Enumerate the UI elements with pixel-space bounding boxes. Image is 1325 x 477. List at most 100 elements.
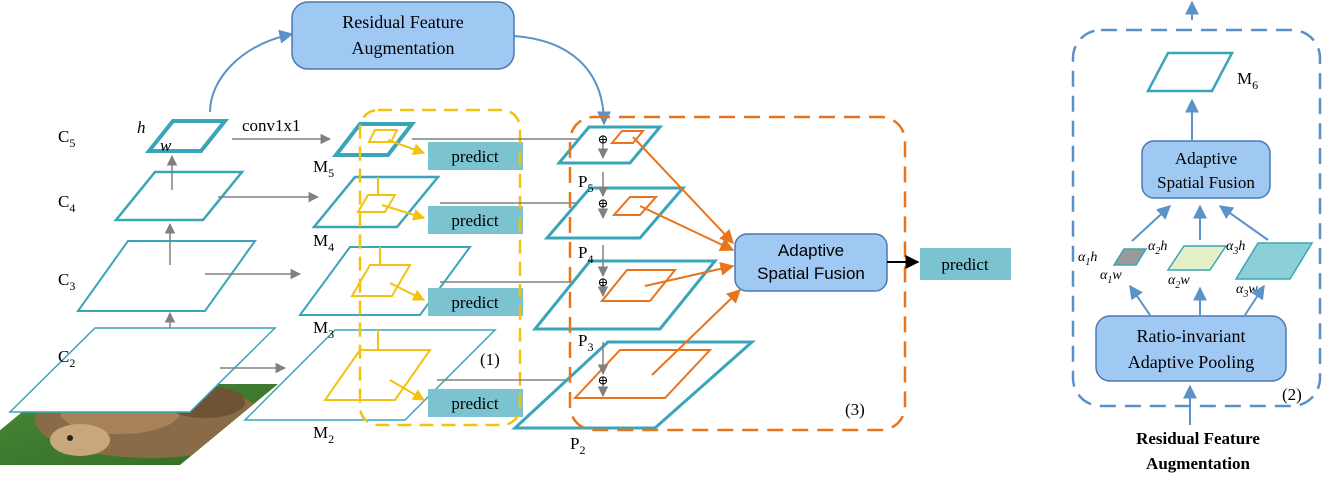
asf-input-arrows — [632, 136, 742, 376]
caption-line1: Residual Feature — [1136, 429, 1260, 448]
p2-label: P2 — [570, 434, 585, 457]
c2-label: C2 — [58, 347, 75, 370]
asf-box-line2: Spatial Fusion — [757, 264, 865, 283]
pool-to-alpha-arrow — [1129, 284, 1151, 316]
p5-feature-map — [555, 125, 664, 165]
w-label: w — [160, 136, 172, 155]
rfa-output-curve — [513, 35, 611, 126]
m5-label: M5 — [313, 157, 334, 180]
rfa-top: Residual Feature Augmentation — [209, 1, 611, 126]
m4-feature-map — [311, 175, 441, 229]
pool-to-alpha-arrow — [1244, 284, 1265, 316]
predict-box — [428, 389, 523, 417]
p-maps — [511, 125, 756, 430]
p2-feature-map — [511, 340, 756, 430]
p-labels: P5 P4 P3 P2 — [570, 172, 593, 457]
region-3 — [568, 115, 907, 432]
rfa-detail-panel: (2) M6 Adaptive Spatial Fusion α1h α1w α… — [1071, 0, 1322, 473]
asf-input-arrow — [632, 136, 734, 245]
sum-node: ⊕ — [598, 132, 609, 147]
backbone — [0, 119, 278, 465]
alpha2-map — [1166, 245, 1228, 271]
m5-feature-map — [331, 122, 417, 157]
predict-arrow — [389, 282, 426, 301]
region-1-label: (1) — [480, 350, 500, 369]
h-label: h — [137, 118, 146, 137]
m2-feature-map — [243, 329, 497, 421]
predict-label: predict — [451, 147, 498, 166]
predict-arrow — [381, 204, 426, 221]
asf-main: Adaptive Spatial Fusion predict — [734, 233, 1011, 292]
alpha1-w-label: α1w — [1100, 268, 1122, 286]
m-predict-boxes: predict predict predict predict — [428, 142, 523, 417]
final-predict-box — [920, 248, 1011, 280]
region-3-label: (3) — [845, 400, 865, 419]
m2-roi — [323, 349, 432, 401]
m-labels: M5 M4 M3 M2 — [313, 157, 334, 446]
p3-label: P3 — [578, 331, 593, 354]
m4-roi — [356, 194, 397, 213]
c4-label: C4 — [58, 192, 75, 215]
predict-box — [428, 142, 523, 170]
asf-input-arrow — [651, 289, 742, 376]
predict-box — [428, 288, 523, 316]
conv-label: conv1x1 — [242, 116, 301, 135]
sum-nodes: ⊕ ⊕ ⊕ ⊕ — [598, 132, 609, 388]
m-predict-arrows — [381, 139, 426, 401]
sum-node: ⊕ — [598, 275, 609, 290]
side-asf-box — [1141, 140, 1271, 199]
c5-label: C5 — [58, 127, 75, 150]
m-maps — [243, 122, 497, 421]
pool-box-line1: Ratio-invariant — [1137, 326, 1246, 346]
rfa-box-line1: Residual Feature — [342, 12, 463, 32]
final-predict-label: predict — [941, 255, 988, 274]
alpha1-map — [1112, 248, 1148, 266]
p4-label: P4 — [578, 243, 593, 266]
alpha3-w-label: α3w — [1236, 282, 1258, 300]
asf-input-arrow — [644, 261, 735, 287]
sum-node: ⊕ — [598, 373, 609, 388]
predict-arrow — [387, 139, 426, 155]
predict-box — [428, 206, 523, 234]
m2-label: M2 — [313, 423, 334, 446]
alpha2-h-label: α2h — [1148, 239, 1167, 257]
pool-box — [1095, 315, 1287, 382]
p3-feature-map — [531, 259, 719, 331]
c3-feature-map — [76, 240, 257, 312]
p5-roi — [609, 130, 646, 144]
region-2-label: (2) — [1282, 385, 1302, 404]
predict-label: predict — [451, 293, 498, 312]
side-asf-line2: Spatial Fusion — [1157, 173, 1255, 192]
c5-feature-map — [144, 119, 230, 153]
rfa-box — [291, 1, 515, 70]
p2-roi — [572, 349, 713, 399]
pool-box-line2: Adaptive Pooling — [1128, 352, 1255, 372]
alpha3-h-label: α3h — [1226, 239, 1245, 257]
sum-node: ⊕ — [598, 196, 609, 211]
asf-box-line1: Adaptive — [778, 241, 844, 260]
side-asf-line1: Adaptive — [1175, 149, 1237, 168]
m3-label: M3 — [313, 318, 334, 341]
alpha-to-asf-arrow — [1131, 205, 1172, 242]
c3-label: C3 — [58, 270, 75, 293]
m3-roi — [350, 264, 412, 297]
lateral-arrows — [205, 133, 332, 374]
rfa-input-curve — [209, 29, 294, 113]
m6-feature-map — [1145, 51, 1235, 93]
predict-label: predict — [451, 394, 498, 413]
alpha1-h-label: α1h — [1078, 250, 1097, 268]
caption-line2: Augmentation — [1146, 454, 1250, 473]
predict-arrow — [389, 379, 426, 401]
rfa-box-line2: Augmentation — [352, 38, 455, 58]
p3-roi — [599, 269, 678, 302]
m4-label: M4 — [313, 231, 334, 254]
p4-roi — [611, 196, 659, 216]
asf-input-arrow — [639, 205, 735, 251]
m6-label: M6 — [1237, 69, 1258, 92]
alpha3-map — [1234, 242, 1314, 280]
p5-label: P5 — [578, 172, 593, 195]
alpha-to-asf-arrow — [1218, 205, 1269, 241]
c-labels: C5 C4 C3 C2 — [58, 127, 75, 370]
c4-feature-map — [113, 170, 245, 222]
